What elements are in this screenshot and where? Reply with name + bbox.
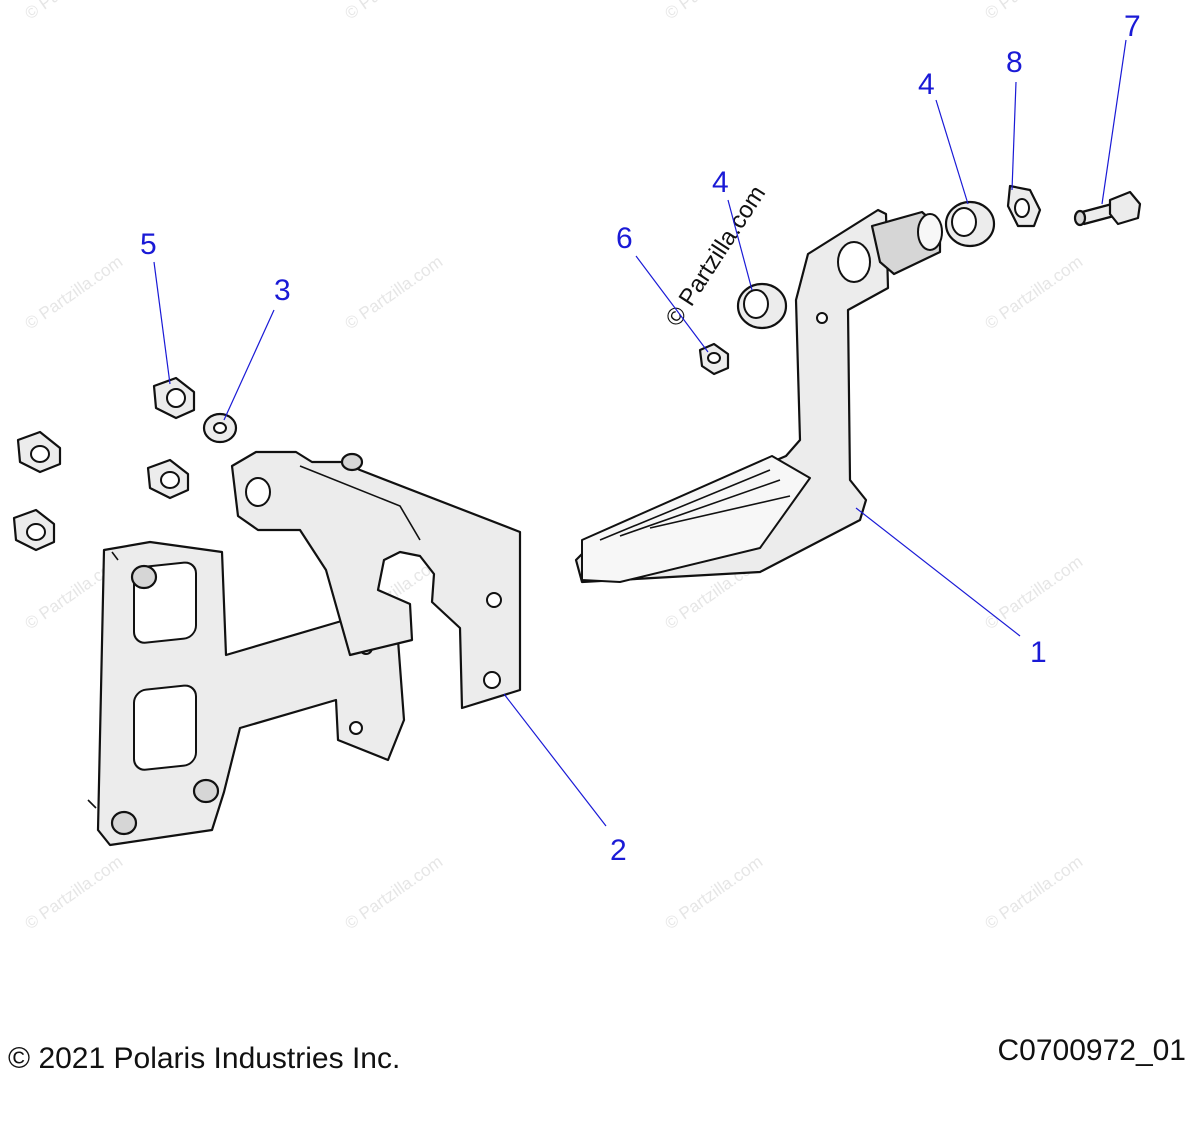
pedal-hole <box>816 312 828 324</box>
plate-window-lower <box>133 684 197 771</box>
pedal-pad <box>581 455 811 583</box>
pedal-tread <box>599 469 791 541</box>
callouts: 1 2 3 4 4 5 6 7 8 <box>140 10 1141 867</box>
bracket-edge <box>299 465 421 541</box>
leader-5 <box>153 261 171 385</box>
watermark: © Partzilla.com <box>21 852 126 933</box>
watermark: © Partzilla.com <box>661 852 766 933</box>
watermark: © Partzilla.com <box>661 0 766 23</box>
e-clip-part-8 <box>1006 184 1042 228</box>
plate-hole <box>349 721 363 735</box>
callout-8: 8 <box>1006 46 1023 79</box>
brake-pedal <box>574 208 943 584</box>
plate-stud <box>110 810 138 836</box>
watermark: © Partzilla.com <box>341 852 446 933</box>
bushing-part-4-b <box>944 200 996 248</box>
leader-4a <box>727 199 753 291</box>
stud-tip <box>87 799 97 809</box>
bushing-part-4-a <box>736 282 788 330</box>
lock-washer-part-3 <box>202 412 238 444</box>
watermark: © Partzilla.com <box>341 0 446 23</box>
leader-6 <box>635 255 709 353</box>
watermark: © Partzilla.com <box>981 0 1086 23</box>
leader-3 <box>223 309 275 421</box>
pedal-shaft-end <box>917 213 943 251</box>
flange-nut <box>146 458 190 500</box>
callout-1: 1 <box>1030 636 1047 669</box>
drawing-number: C0700972_01 <box>997 1034 1186 1067</box>
leader-lines <box>153 39 1127 827</box>
hardware <box>12 184 1142 552</box>
nut-part-6 <box>698 342 730 376</box>
pedal-bracket <box>230 450 522 710</box>
callout-2: 2 <box>610 834 627 867</box>
watermark: © Partzilla.com <box>21 252 126 333</box>
bracket-hole <box>486 592 502 608</box>
bolt-part-7 <box>1073 190 1142 227</box>
bracket-pivot-hole <box>245 477 271 507</box>
leader-7 <box>1101 39 1127 205</box>
watermark: © Partzilla.com <box>981 852 1086 933</box>
callout-5: 5 <box>140 228 157 261</box>
stud-tip <box>111 551 119 561</box>
bracket-assembly <box>87 450 522 847</box>
watermark: © Partzilla.com <box>341 252 446 333</box>
callout-4b: 4 <box>918 68 935 101</box>
copyright-text: © 2021 Polaris Industries Inc. <box>8 1042 401 1075</box>
callout-6: 6 <box>616 222 633 255</box>
plate-stud <box>130 564 158 590</box>
watermark: © Partzilla.com <box>21 0 126 23</box>
watermark: © Partzilla.com <box>981 552 1086 633</box>
watermark: © Partzilla.com <box>981 252 1086 333</box>
leader-4b <box>935 99 969 205</box>
flange-nut <box>16 430 62 474</box>
plate-stud <box>192 778 220 804</box>
leader-2 <box>503 693 607 827</box>
callout-3: 3 <box>274 274 291 307</box>
callout-7: 7 <box>1124 10 1141 43</box>
flange-nut <box>12 508 56 552</box>
pedal-pivot-bore <box>837 241 871 283</box>
callout-4a: 4 <box>712 166 729 199</box>
nut-part-5 <box>152 376 196 420</box>
leader-1 <box>855 507 1021 637</box>
bracket-stud <box>340 452 364 472</box>
bracket-hole <box>483 671 501 689</box>
leader-8 <box>1011 81 1017 191</box>
